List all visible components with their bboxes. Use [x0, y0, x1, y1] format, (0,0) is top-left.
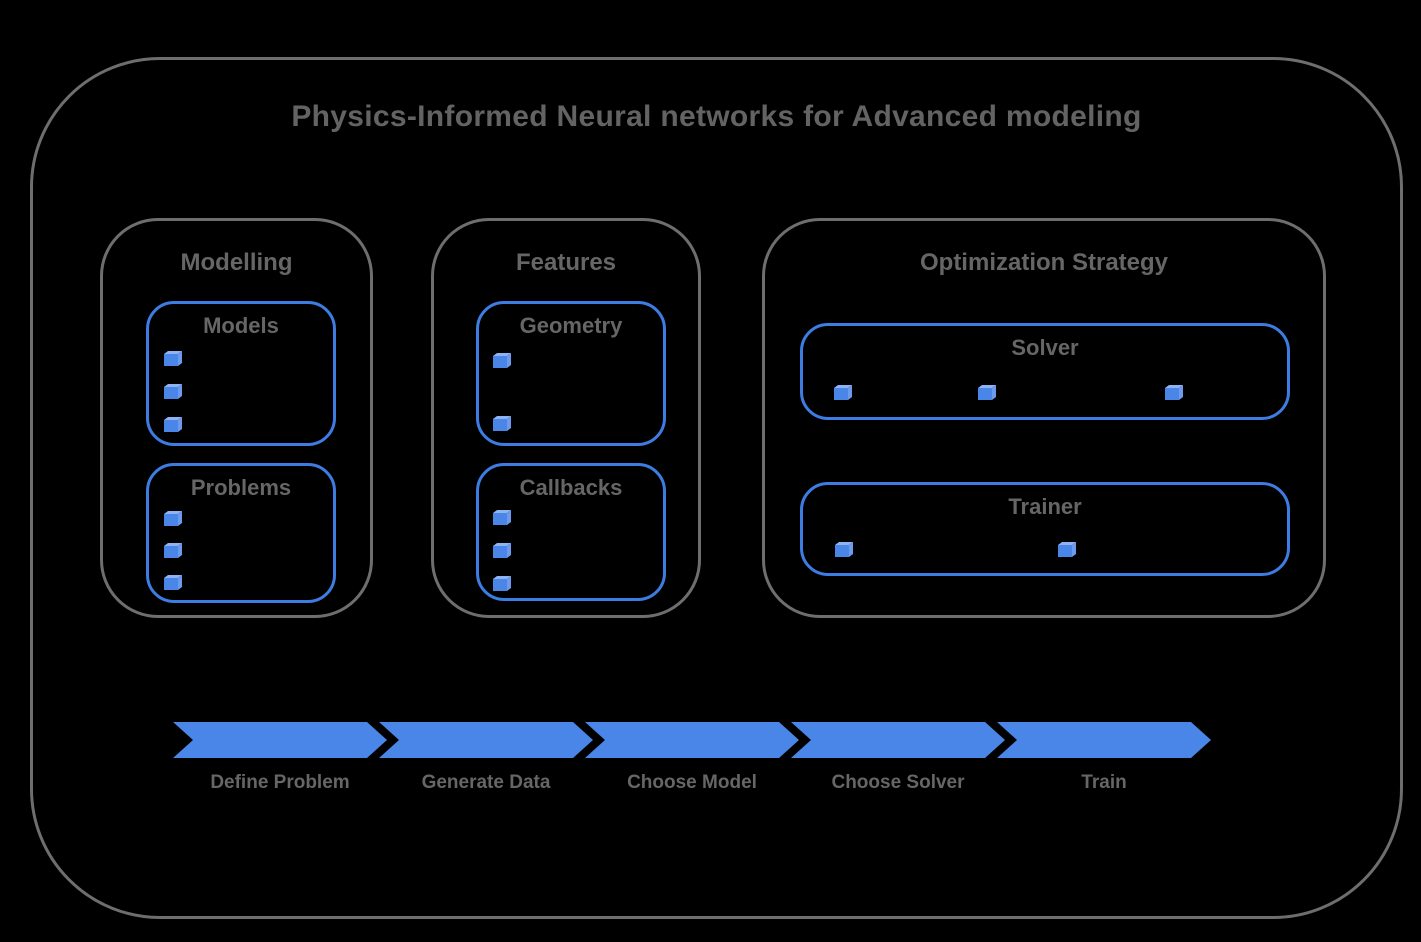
- outer-frame: [30, 57, 1403, 919]
- cube-icon: [163, 383, 183, 400]
- cube-icon: [833, 384, 853, 401]
- arrow-segment-define-problem: [173, 722, 387, 758]
- box-trainer-title: Trainer: [1008, 494, 1082, 519]
- box-problems: Problems: [146, 463, 336, 603]
- cube-icon: [834, 541, 854, 558]
- cube-icon: [163, 510, 183, 527]
- box-problems-title: Problems: [190, 475, 292, 500]
- box-models: Models: [146, 301, 336, 446]
- box-solver: Solver: [800, 323, 1290, 420]
- group-modelling: Modelling Models Problems: [100, 218, 373, 618]
- cube-icon: [1057, 541, 1077, 558]
- process-step-labels: Define Problem Generate Data Choose Mode…: [173, 772, 1203, 794]
- step-label-choose-solver: Choose Solver: [831, 772, 965, 793]
- cube-icon: [163, 574, 183, 591]
- group-modelling-title: Modelling: [180, 249, 293, 276]
- cube-icon: [163, 416, 183, 433]
- step-label-choose-model: Choose Model: [627, 772, 757, 793]
- page-title: Physics-Informed Neural networks for Adv…: [291, 100, 1142, 133]
- cube-icon: [163, 542, 183, 559]
- group-optimization-strategy: Optimization Strategy Solver Trainer: [762, 218, 1326, 618]
- box-solver-title: Solver: [1011, 335, 1079, 360]
- box-trainer: Trainer: [800, 482, 1290, 576]
- arrow-segment-generate-data: [379, 722, 593, 758]
- arrow-segment-choose-solver: [791, 722, 1005, 758]
- group-optimization-title: Optimization Strategy: [919, 249, 1169, 276]
- box-callbacks: Callbacks: [476, 463, 666, 601]
- group-features: Features Geometry Callbacks: [431, 218, 701, 618]
- cube-icon: [492, 575, 512, 592]
- arrow-segment-train: [997, 722, 1211, 758]
- arrow-segment-choose-model: [585, 722, 799, 758]
- cube-icon: [163, 350, 183, 367]
- cube-icon: [492, 415, 512, 432]
- cube-icon: [492, 509, 512, 526]
- step-label-train: Train: [1081, 772, 1127, 793]
- box-callbacks-title: Callbacks: [519, 475, 623, 500]
- step-label-generate-data: Generate Data: [421, 772, 551, 793]
- group-features-title: Features: [515, 249, 617, 276]
- cube-icon: [492, 542, 512, 559]
- box-geometry: Geometry: [476, 301, 666, 446]
- box-models-title: Models: [203, 313, 279, 338]
- cube-icon: [1164, 384, 1184, 401]
- step-label-define-problem: Define Problem: [210, 772, 350, 793]
- cube-icon: [492, 352, 512, 369]
- box-geometry-title: Geometry: [519, 313, 623, 338]
- cube-icon: [977, 384, 997, 401]
- process-arrow: [173, 722, 1203, 758]
